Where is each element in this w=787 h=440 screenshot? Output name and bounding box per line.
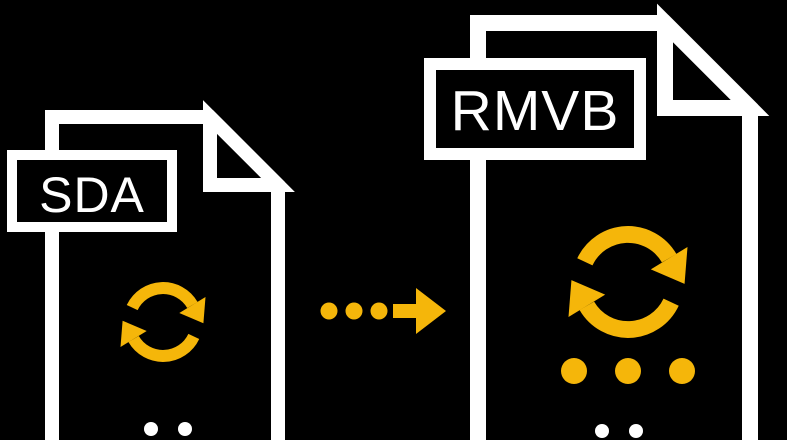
target-format-plate: RMVB (424, 58, 646, 160)
folded-corner-icon (657, 3, 770, 116)
arrow-dot (370, 302, 388, 320)
source-format-plate: SDA (7, 150, 177, 232)
target-format-label: RMVB (451, 79, 620, 143)
source-file-icon: SDA (7, 100, 295, 440)
bottom-dots (595, 424, 643, 438)
bottom-dots (144, 422, 192, 436)
dot (178, 422, 192, 436)
source-format-label: SDA (39, 167, 145, 223)
arrow-head (393, 288, 446, 334)
label-box (424, 58, 646, 160)
folded-corner-icon (203, 100, 295, 192)
label-box (7, 150, 177, 232)
ellipsis-icon (561, 358, 695, 384)
ellipsis-dot (615, 358, 641, 384)
ellipsis-dot (561, 358, 587, 384)
arrow-dot (345, 302, 363, 320)
dotted-arrow-icon (320, 288, 446, 334)
ellipsis-dot (669, 358, 695, 384)
arrow-dot (320, 302, 338, 320)
dot (629, 424, 643, 438)
target-file-icon: RMVB (424, 3, 770, 440)
dot (595, 424, 609, 438)
dot (144, 422, 158, 436)
